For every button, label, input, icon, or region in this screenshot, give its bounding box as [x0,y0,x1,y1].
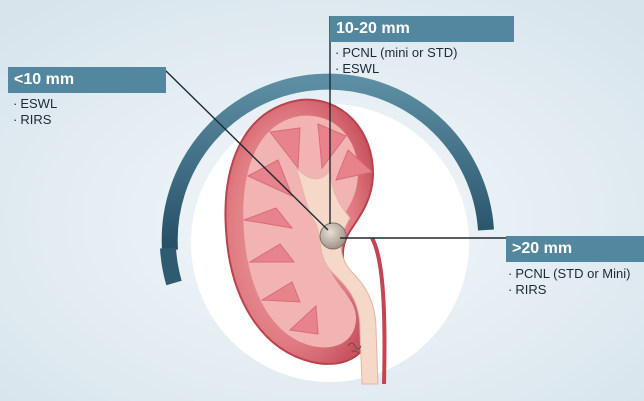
category-large-treatments: ·PCNL (STD or Mini) ·RIRS [508,266,630,298]
category-large-header: >20 mm [506,236,644,262]
treatment-item: ·PCNL (STD or Mini) [508,266,630,282]
category-small-header: <10 mm [8,67,166,93]
treatment-item: ·RIRS [13,112,57,128]
treatment-item: ·ESWL [13,96,57,112]
category-small-treatments: ·ESWL ·RIRS [13,96,57,128]
treatment-item: ·ESWL [335,61,457,77]
treatment-item: ·RIRS [508,282,630,298]
treatment-item: ·PCNL (mini or STD) [335,45,457,61]
category-medium-treatments: ·PCNL (mini or STD) ·ESWL [335,45,457,77]
outer-ring-arc-lower [168,248,174,283]
category-medium-header: 10-20 mm [330,16,514,42]
